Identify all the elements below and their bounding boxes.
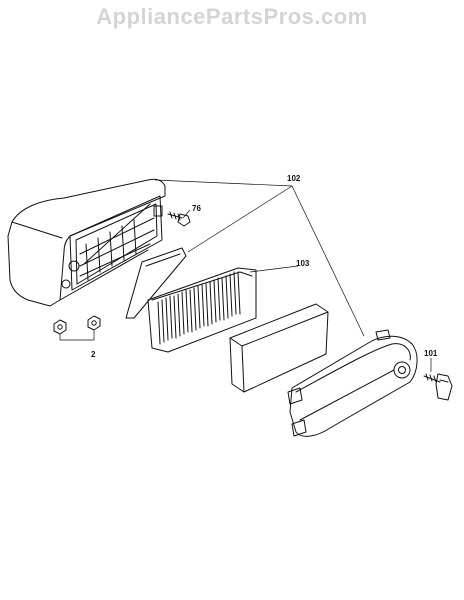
site-watermark: AppliancePartsPros.com	[96, 4, 368, 29]
hex-nut	[53, 319, 67, 335]
air-cleaner-base-housing	[7, 178, 166, 307]
hex-nut	[87, 315, 101, 331]
callout-103: 103	[296, 259, 310, 268]
leader-lines	[59, 179, 432, 372]
air-cleaner-cover	[287, 329, 418, 437]
callout-101: 101	[424, 349, 438, 358]
callout-76: 76	[192, 204, 201, 213]
callout-2: 2	[91, 350, 96, 359]
pre-cleaner-foam	[125, 247, 187, 319]
callout-102: 102	[287, 174, 301, 183]
cover-knob	[423, 373, 453, 401]
paper-filter-element	[147, 267, 257, 353]
screw	[167, 211, 191, 227]
foam-filter-pad	[229, 303, 329, 393]
